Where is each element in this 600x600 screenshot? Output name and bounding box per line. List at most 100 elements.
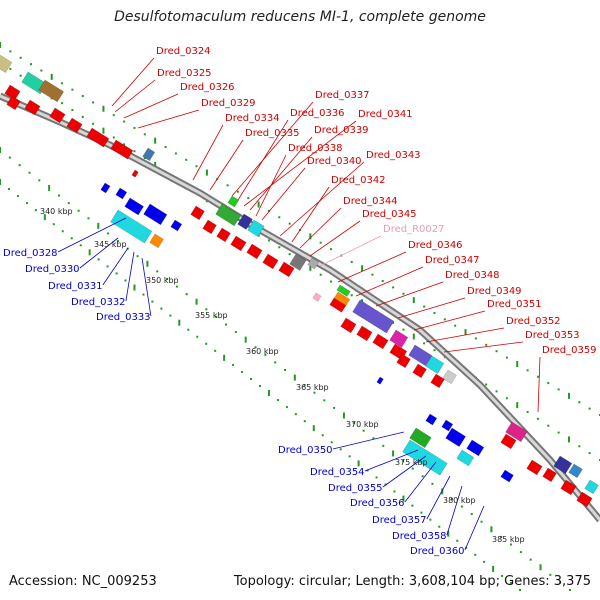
forward-gene-label[interactable]: Dred_0334 bbox=[225, 113, 280, 124]
forward-gene-label[interactable]: Dred_0349 bbox=[467, 286, 522, 297]
gene-feature[interactable] bbox=[430, 373, 445, 389]
gene-feature[interactable] bbox=[441, 419, 454, 432]
forward-gene-label[interactable]: Dred_0341 bbox=[358, 109, 413, 120]
reverse-gene-label[interactable]: Dred_0333 bbox=[96, 312, 151, 323]
gene-feature[interactable] bbox=[376, 376, 384, 385]
forward-gene-label[interactable]: Dred_0335 bbox=[245, 128, 300, 139]
forward-gene-label[interactable]: Dred_0337 bbox=[315, 90, 370, 101]
gene-feature[interactable] bbox=[49, 107, 66, 124]
forward-gene-label[interactable]: Dred_0347 bbox=[425, 255, 480, 266]
gene-feature[interactable] bbox=[4, 84, 21, 101]
forward-gene-label[interactable]: Dred_0329 bbox=[201, 98, 256, 109]
gene-feature[interactable] bbox=[100, 182, 111, 194]
gene-feature[interactable] bbox=[412, 363, 427, 379]
gene-feature[interactable] bbox=[38, 79, 65, 103]
gene-feature[interactable] bbox=[505, 421, 528, 443]
gene-feature[interactable] bbox=[402, 439, 448, 476]
forward-gene-label[interactable]: Dred_0324 bbox=[156, 46, 211, 57]
forward-gene-label[interactable]: Dred_0338 bbox=[288, 143, 343, 154]
forward-gene-label[interactable]: Dred_0325 bbox=[157, 68, 212, 79]
gene-feature[interactable] bbox=[289, 253, 307, 271]
gene-feature[interactable] bbox=[500, 433, 517, 450]
rna-gene-label[interactable]: Dred_R0027 bbox=[383, 224, 445, 235]
gene-feature[interactable] bbox=[396, 353, 411, 369]
forward-gene-label[interactable]: Dred_0344 bbox=[343, 196, 398, 207]
gene-feature[interactable] bbox=[227, 195, 240, 208]
gene-feature[interactable] bbox=[352, 299, 395, 334]
gene-feature[interactable] bbox=[190, 205, 205, 221]
gene-feature[interactable] bbox=[560, 479, 577, 496]
gene-feature[interactable] bbox=[149, 233, 164, 249]
forward-gene-label[interactable]: Dred_0348 bbox=[445, 270, 500, 281]
forward-gene-label[interactable]: Dred_0345 bbox=[362, 209, 417, 220]
forward-gene-label[interactable]: Dred_0351 bbox=[487, 299, 542, 310]
gene-feature[interactable] bbox=[143, 203, 168, 226]
gene-feature[interactable] bbox=[124, 197, 144, 216]
gene-feature[interactable] bbox=[110, 139, 134, 160]
gene-feature[interactable] bbox=[409, 427, 432, 449]
gene-feature[interactable] bbox=[86, 127, 110, 148]
forward-gene-label[interactable]: Dred_0339 bbox=[314, 125, 369, 136]
gene-feature[interactable] bbox=[246, 243, 263, 260]
gene-feature[interactable] bbox=[466, 439, 485, 457]
gene-feature[interactable] bbox=[372, 333, 389, 350]
gene-feature[interactable] bbox=[142, 147, 156, 162]
forward-gene-label[interactable]: Dred_0343 bbox=[366, 150, 421, 161]
reverse-gene-label[interactable]: Dred_0332 bbox=[71, 297, 126, 308]
forward-gene-label[interactable]: Dred_0336 bbox=[290, 108, 345, 119]
gene-feature[interactable] bbox=[24, 99, 41, 116]
forward-gene-label[interactable]: Dred_0352 bbox=[506, 316, 561, 327]
gene-feature[interactable] bbox=[329, 297, 347, 313]
gene-feature[interactable] bbox=[216, 227, 231, 243]
gene-feature[interactable] bbox=[170, 219, 183, 232]
gene-feature[interactable] bbox=[6, 95, 21, 111]
gene-feature[interactable] bbox=[356, 325, 373, 342]
reverse-gene-label[interactable]: Dred_0355 bbox=[328, 483, 383, 494]
gene-feature[interactable] bbox=[307, 257, 320, 270]
gene-feature[interactable] bbox=[553, 455, 573, 474]
gene-feature[interactable] bbox=[230, 235, 247, 252]
gene-feature[interactable] bbox=[576, 491, 593, 508]
gene-feature[interactable] bbox=[442, 369, 457, 385]
gene-feature[interactable] bbox=[584, 479, 599, 495]
reverse-gene-label[interactable]: Dred_0354 bbox=[310, 467, 365, 478]
gene-feature[interactable] bbox=[237, 213, 253, 230]
forward-gene-label[interactable]: Dred_0342 bbox=[331, 175, 386, 186]
gene-feature[interactable] bbox=[312, 292, 322, 302]
gene-feature[interactable] bbox=[500, 469, 514, 483]
forward-gene-label[interactable]: Dred_0359 bbox=[542, 345, 597, 356]
gene-feature[interactable] bbox=[456, 449, 475, 467]
gene-feature[interactable] bbox=[66, 117, 83, 134]
reverse-gene-label[interactable]: Dred_0330 bbox=[25, 264, 80, 275]
forward-gene-label[interactable]: Dred_0326 bbox=[180, 82, 235, 93]
reverse-gene-label[interactable]: Dred_0350 bbox=[278, 445, 333, 456]
reverse-gene-label[interactable]: Dred_0360 bbox=[410, 546, 465, 557]
reverse-gene-label[interactable]: Dred_0356 bbox=[350, 498, 405, 509]
gene-feature[interactable] bbox=[115, 187, 128, 200]
gene-feature[interactable] bbox=[389, 329, 409, 348]
gene-feature[interactable] bbox=[110, 209, 153, 244]
forward-gene-label[interactable]: Dred_0346 bbox=[408, 240, 463, 251]
reverse-gene-label[interactable]: Dred_0331 bbox=[48, 281, 103, 292]
reverse-gene-label[interactable]: Dred_0358 bbox=[392, 531, 447, 542]
gene-feature[interactable] bbox=[131, 169, 139, 178]
gene-feature[interactable] bbox=[202, 219, 217, 235]
forward-gene-label[interactable]: Dred_0340 bbox=[307, 156, 362, 167]
gene-feature[interactable] bbox=[215, 203, 242, 227]
gene-feature[interactable] bbox=[568, 463, 583, 479]
gene-feature[interactable] bbox=[445, 427, 466, 447]
gene-feature[interactable] bbox=[278, 261, 295, 278]
gene-feature[interactable] bbox=[526, 459, 543, 476]
gene-feature[interactable] bbox=[0, 54, 13, 73]
gene-feature[interactable] bbox=[408, 344, 433, 367]
gene-feature[interactable] bbox=[247, 219, 265, 237]
reverse-gene-label[interactable]: Dred_0328 bbox=[3, 248, 58, 259]
gene-feature[interactable] bbox=[425, 355, 445, 374]
gene-feature[interactable] bbox=[262, 253, 279, 270]
gene-feature[interactable] bbox=[542, 467, 557, 483]
gene-feature[interactable] bbox=[336, 284, 351, 297]
reverse-gene-label[interactable]: Dred_0357 bbox=[372, 515, 427, 526]
gene-feature[interactable] bbox=[425, 413, 438, 426]
gene-feature[interactable] bbox=[340, 317, 357, 334]
forward-gene-label[interactable]: Dred_0353 bbox=[525, 330, 580, 341]
